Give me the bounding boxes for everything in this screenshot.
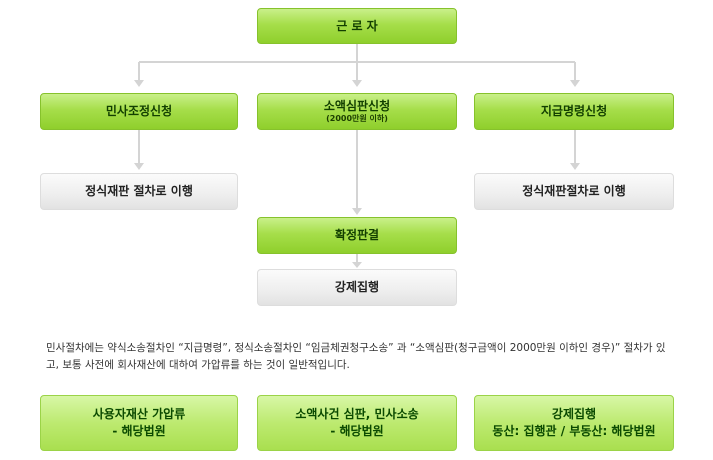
bottom-box-seizure-line1: 사용자재산 가압류 bbox=[92, 407, 186, 421]
bottom-box-execution-line1: 강제집행 bbox=[551, 407, 597, 421]
node-compulsory-execution: 강제집행 bbox=[257, 269, 457, 306]
node-formal-trial-left: 정식재판 절차로 이행 bbox=[40, 173, 238, 210]
bottom-box-execution-line2: 동산: 집행관 / 부동산: 해당법원 bbox=[492, 424, 656, 438]
node-formal-trial-left-label: 정식재판 절차로 이행 bbox=[85, 184, 193, 198]
node-civil-mediation-label: 민사조정신청 bbox=[105, 104, 173, 118]
bottom-box-small-claims-line1: 소액사건 심판, 민사소송 bbox=[295, 407, 419, 421]
node-worker-label: 근 로 자 bbox=[336, 18, 378, 33]
bottom-box-small-claims: 소액사건 심판, 민사소송 - 해당법원 bbox=[257, 395, 457, 451]
bottom-box-seizure: 사용자재산 가압류 - 해당법원 bbox=[40, 395, 238, 451]
node-small-claims: 소액심판신청 (2000만원 이하) bbox=[257, 93, 457, 130]
node-small-claims-sub: (2000만원 이하) bbox=[326, 114, 388, 123]
node-final-judgment: 확정판결 bbox=[257, 217, 457, 254]
node-worker: 근 로 자 bbox=[257, 8, 457, 44]
node-civil-mediation: 민사조정신청 bbox=[40, 93, 238, 130]
node-payment-order: 지급명령신청 bbox=[474, 93, 674, 130]
node-compulsory-execution-label: 강제집행 bbox=[334, 280, 380, 294]
node-formal-trial-right: 정식재판절차로 이행 bbox=[474, 173, 674, 210]
description-text: 민사절차에는 약식소송절차인 “지급명령”, 정식소송절차인 “임금체권청구소송… bbox=[46, 342, 666, 371]
bottom-box-execution: 강제집행 동산: 집행관 / 부동산: 해당법원 bbox=[474, 395, 674, 451]
bottom-box-seizure-line2: - 해당법원 bbox=[112, 424, 166, 438]
node-formal-trial-right-label: 정식재판절차로 이행 bbox=[522, 184, 626, 198]
node-small-claims-label: 소액심판신청 bbox=[323, 99, 391, 113]
node-final-judgment-label: 확정판결 bbox=[334, 228, 380, 242]
node-payment-order-label: 지급명령신청 bbox=[540, 104, 608, 118]
bottom-box-small-claims-line2: - 해당법원 bbox=[330, 424, 384, 438]
